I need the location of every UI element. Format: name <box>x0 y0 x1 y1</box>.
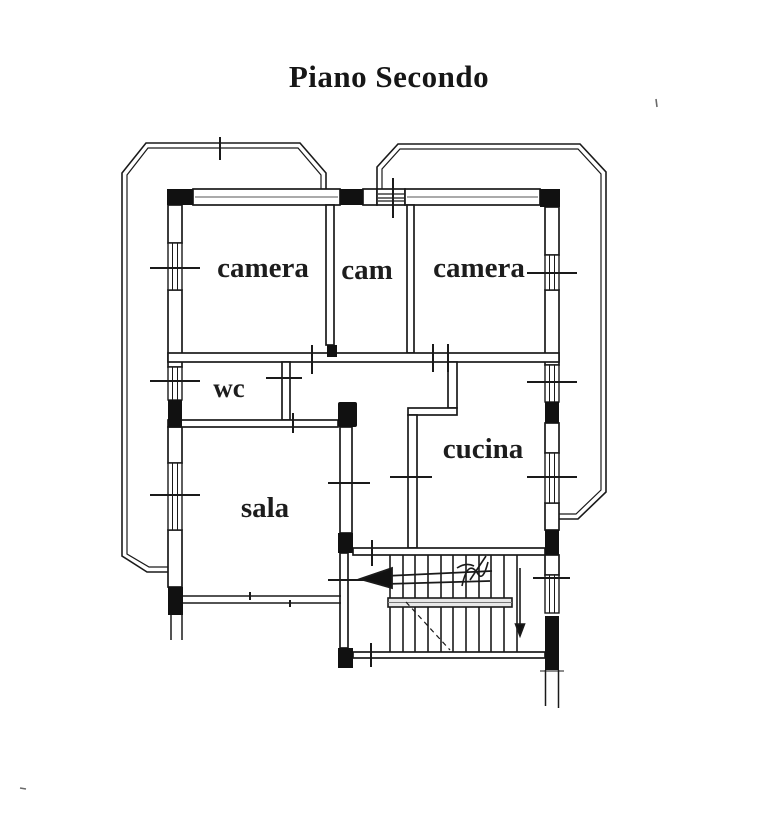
pillars-layer <box>167 189 560 670</box>
wall-middle <box>167 352 560 363</box>
stair-direction-arrow-up <box>356 566 493 590</box>
staircase <box>356 555 526 652</box>
page-title: Piano Secondo <box>288 59 490 94</box>
scan-specks <box>19 98 658 790</box>
stair-break-line <box>405 601 451 651</box>
top-wall-glazing <box>195 193 538 202</box>
window-left-sala <box>167 462 183 531</box>
room-label-sala: sala <box>240 492 290 524</box>
stair-handrail <box>387 597 513 608</box>
wall-stairwell-left <box>339 552 349 649</box>
wall-stairwell-bottom <box>352 651 546 659</box>
wall-wc-bottom <box>167 419 339 428</box>
wall-cucina-left <box>407 414 418 549</box>
room-label-wc: wc <box>213 373 245 403</box>
stair-direction-arrow-down <box>514 568 526 639</box>
wall-stairwell-top <box>352 547 546 556</box>
wall-sala-right <box>339 426 353 534</box>
wall-wc-right <box>281 361 291 421</box>
wall-cucina-step-v <box>447 361 458 409</box>
window-left-camera-1 <box>167 242 183 291</box>
room-label-cam: cam <box>341 254 393 286</box>
wall-cucina-step-h <box>407 407 458 416</box>
wall-cam-camera2 <box>406 204 415 354</box>
room-label-camera-2: camera <box>433 252 525 284</box>
window-right-stairwell <box>544 574 560 614</box>
windows-layer <box>167 242 560 614</box>
window-right-upper-cucina <box>544 364 560 403</box>
thin-walls <box>170 592 564 708</box>
window-left-wc <box>167 366 183 401</box>
left-balcony <box>121 137 327 573</box>
tick-marks <box>150 178 577 667</box>
room-label-camera-1: camera <box>217 252 309 284</box>
right-balcony <box>376 143 607 520</box>
room-label-cucina: cucina <box>442 433 524 465</box>
stair-handwritten-note <box>456 555 489 587</box>
window-top-cam <box>376 188 406 206</box>
